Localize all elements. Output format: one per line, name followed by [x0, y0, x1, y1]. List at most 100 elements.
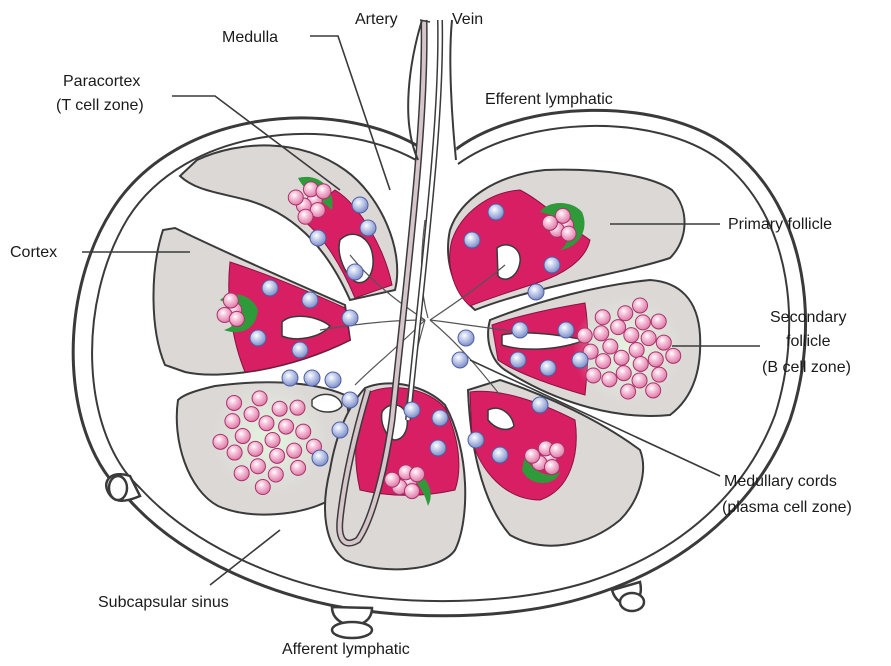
b-cell: [291, 460, 306, 475]
b-cell: [288, 190, 303, 205]
t-cell: [312, 450, 328, 466]
b-cell: [611, 320, 626, 335]
label-medulla: Medulla: [222, 29, 278, 46]
b-cell: [252, 391, 267, 406]
b-cell: [621, 384, 636, 399]
t-cell: [310, 230, 326, 246]
b-cell: [235, 429, 250, 444]
b-cell: [316, 184, 331, 199]
label-medullary-cords: Medullary cords: [724, 473, 837, 490]
b-cell: [255, 480, 270, 495]
b-cell: [614, 350, 629, 365]
b-cell: [656, 335, 671, 350]
b-cell: [404, 484, 419, 499]
b-cell: [646, 383, 661, 398]
b-cell: [603, 339, 618, 354]
b-cell: [234, 466, 249, 481]
b-cell: [629, 343, 644, 358]
t-cell: [464, 232, 480, 248]
t-cell: [325, 372, 341, 388]
b-cell: [602, 372, 617, 387]
b-cell: [561, 226, 576, 241]
b-cell: [648, 352, 663, 367]
t-cell: [532, 397, 548, 413]
t-cell: [332, 422, 348, 438]
t-cell: [250, 330, 266, 346]
t-cell: [510, 352, 526, 368]
b-cell: [410, 467, 425, 482]
b-cell: [635, 315, 650, 330]
b-cell: [250, 459, 265, 474]
b-cell: [596, 354, 611, 369]
t-cell: [492, 447, 508, 463]
label-paracortex-sub: (T cell zone): [56, 97, 144, 114]
b-cell: [272, 401, 287, 416]
b-cell: [624, 328, 639, 343]
t-cell: [452, 352, 468, 368]
b-cell: [229, 311, 244, 326]
t-cell: [404, 402, 420, 418]
t-cell: [292, 342, 308, 358]
b-cell: [595, 310, 610, 325]
b-cell: [290, 400, 305, 415]
b-cell: [223, 293, 238, 308]
t-cell: [488, 204, 504, 220]
label-subcapsular-sinus: Subcapsular sinus: [98, 594, 229, 611]
b-cell: [641, 331, 656, 346]
label-efferent-lymphatic: Efferent lymphatic: [485, 91, 613, 108]
b-cell: [633, 356, 648, 371]
t-cell: [352, 197, 368, 213]
t-cell: [347, 264, 363, 280]
b-cell: [227, 445, 242, 460]
b-cell: [542, 215, 557, 230]
b-cell: [577, 328, 592, 343]
b-cell: [268, 467, 283, 482]
t-cell: [512, 322, 528, 338]
b-cell: [633, 298, 648, 313]
t-cell: [304, 370, 320, 386]
b-cell: [298, 209, 313, 224]
label-paracortex: Paracortex: [63, 73, 140, 90]
b-cell: [279, 419, 294, 434]
t-cell: [544, 257, 560, 273]
b-cell: [227, 395, 242, 410]
b-cell: [296, 424, 311, 439]
t-cell: [430, 440, 446, 456]
label-medullary-cords-sub: (plasma cell zone): [722, 499, 852, 516]
label-vein: Vein: [452, 11, 483, 28]
t-cell: [342, 392, 358, 408]
t-cell: [572, 352, 588, 368]
b-cell: [265, 433, 280, 448]
t-cell: [262, 280, 278, 296]
b-cell: [651, 314, 666, 329]
label-secondary-follicle: Secondary: [770, 309, 847, 326]
label-cortex: Cortex: [10, 244, 57, 261]
b-cell: [652, 367, 667, 382]
b-cell: [666, 348, 681, 363]
b-cell: [225, 414, 240, 429]
b-cell: [550, 443, 565, 458]
t-cell: [458, 330, 474, 346]
leader-subcapsular: [210, 530, 280, 585]
t-cell: [360, 220, 376, 236]
label-artery: Artery: [355, 11, 398, 28]
t-cell: [342, 310, 358, 326]
t-cell: [468, 432, 484, 448]
t-cell: [558, 322, 574, 338]
b-cell: [618, 306, 633, 321]
label-afferent-lymphatic: Afferent lymphatic: [282, 641, 410, 658]
b-cell: [385, 472, 400, 487]
t-cell: [282, 370, 298, 386]
t-cell: [540, 360, 556, 376]
t-cell: [302, 292, 318, 308]
b-cell: [525, 448, 540, 463]
b-cell: [632, 373, 647, 388]
b-cell: [586, 368, 601, 383]
b-cell: [270, 448, 285, 463]
label-secondary-follicle-2: follicle: [786, 333, 831, 350]
b-cell: [616, 366, 631, 381]
b-cell: [287, 443, 302, 458]
t-cell: [432, 410, 448, 426]
